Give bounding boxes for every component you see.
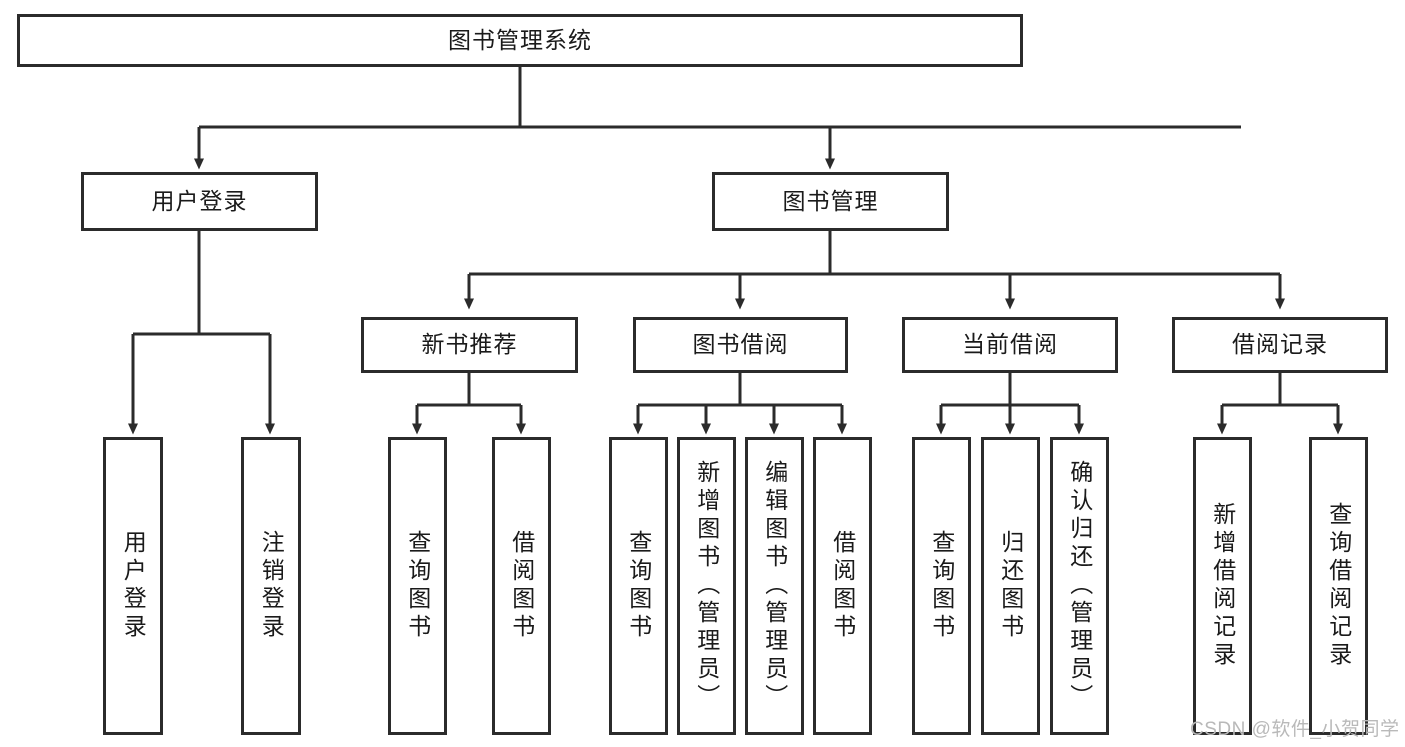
node-new-book-recommend[interactable]: 新书推荐 <box>361 317 578 373</box>
node-leaf-logout-label: 注销登录 <box>258 530 285 642</box>
node-leaf-borrow-book-1-label: 借阅图书 <box>508 530 535 642</box>
node-leaf-logout[interactable]: 注销登录 <box>241 437 301 735</box>
node-leaf-query-record[interactable]: 查询借阅记录 <box>1309 437 1368 735</box>
node-leaf-borrow-book-2[interactable]: 借阅图书 <box>813 437 872 735</box>
node-leaf-query-book-1-label: 查询图书 <box>404 530 431 642</box>
node-root-label: 图书管理系统 <box>448 26 592 53</box>
node-leaf-add-book[interactable]: 新增图书（管理员） <box>677 437 736 735</box>
node-leaf-query-book-3[interactable]: 查询图书 <box>912 437 971 735</box>
node-current-borrow-label: 当前借阅 <box>962 331 1058 358</box>
node-leaf-user-login[interactable]: 用户登录 <box>103 437 163 735</box>
node-leaf-borrow-book-1[interactable]: 借阅图书 <box>492 437 551 735</box>
node-current-borrow[interactable]: 当前借阅 <box>902 317 1118 373</box>
node-leaf-add-record[interactable]: 新增借阅记录 <box>1193 437 1252 735</box>
node-leaf-edit-book[interactable]: 编辑图书（管理员） <box>745 437 804 735</box>
node-book-management-label: 图书管理 <box>782 187 879 214</box>
node-leaf-edit-book-label: 编辑图书（管理员） <box>761 460 788 712</box>
node-book-management[interactable]: 图书管理 <box>712 172 949 231</box>
node-leaf-borrow-book-2-label: 借阅图书 <box>829 530 856 642</box>
node-borrow-record[interactable]: 借阅记录 <box>1172 317 1388 373</box>
node-leaf-query-book-3-label: 查询图书 <box>928 530 955 642</box>
node-leaf-return-book-label: 归还图书 <box>997 530 1024 642</box>
node-leaf-query-book-2[interactable]: 查询图书 <box>609 437 668 735</box>
node-root[interactable]: 图书管理系统 <box>17 14 1023 67</box>
watermark: CSDN @软件_小贺同学 <box>1190 719 1400 740</box>
node-leaf-add-book-label: 新增图书（管理员） <box>693 460 720 712</box>
node-leaf-return-book[interactable]: 归还图书 <box>981 437 1040 735</box>
node-user-login-label: 用户登录 <box>151 187 248 214</box>
node-book-borrow-label: 图书借阅 <box>692 331 789 358</box>
node-user-login[interactable]: 用户登录 <box>81 172 318 231</box>
node-book-borrow[interactable]: 图书借阅 <box>633 317 848 373</box>
node-new-book-recommend-label: 新书推荐 <box>421 331 518 358</box>
node-leaf-query-record-label: 查询借阅记录 <box>1325 502 1352 670</box>
node-leaf-confirm-return-label: 确认归还（管理员） <box>1066 460 1093 712</box>
node-leaf-user-login-label: 用户登录 <box>120 530 147 642</box>
node-borrow-record-label: 借阅记录 <box>1232 331 1328 358</box>
node-leaf-confirm-return[interactable]: 确认归还（管理员） <box>1050 437 1109 735</box>
node-leaf-query-book-1[interactable]: 查询图书 <box>388 437 447 735</box>
node-leaf-add-record-label: 新增借阅记录 <box>1209 502 1236 670</box>
node-leaf-query-book-2-label: 查询图书 <box>625 530 652 642</box>
